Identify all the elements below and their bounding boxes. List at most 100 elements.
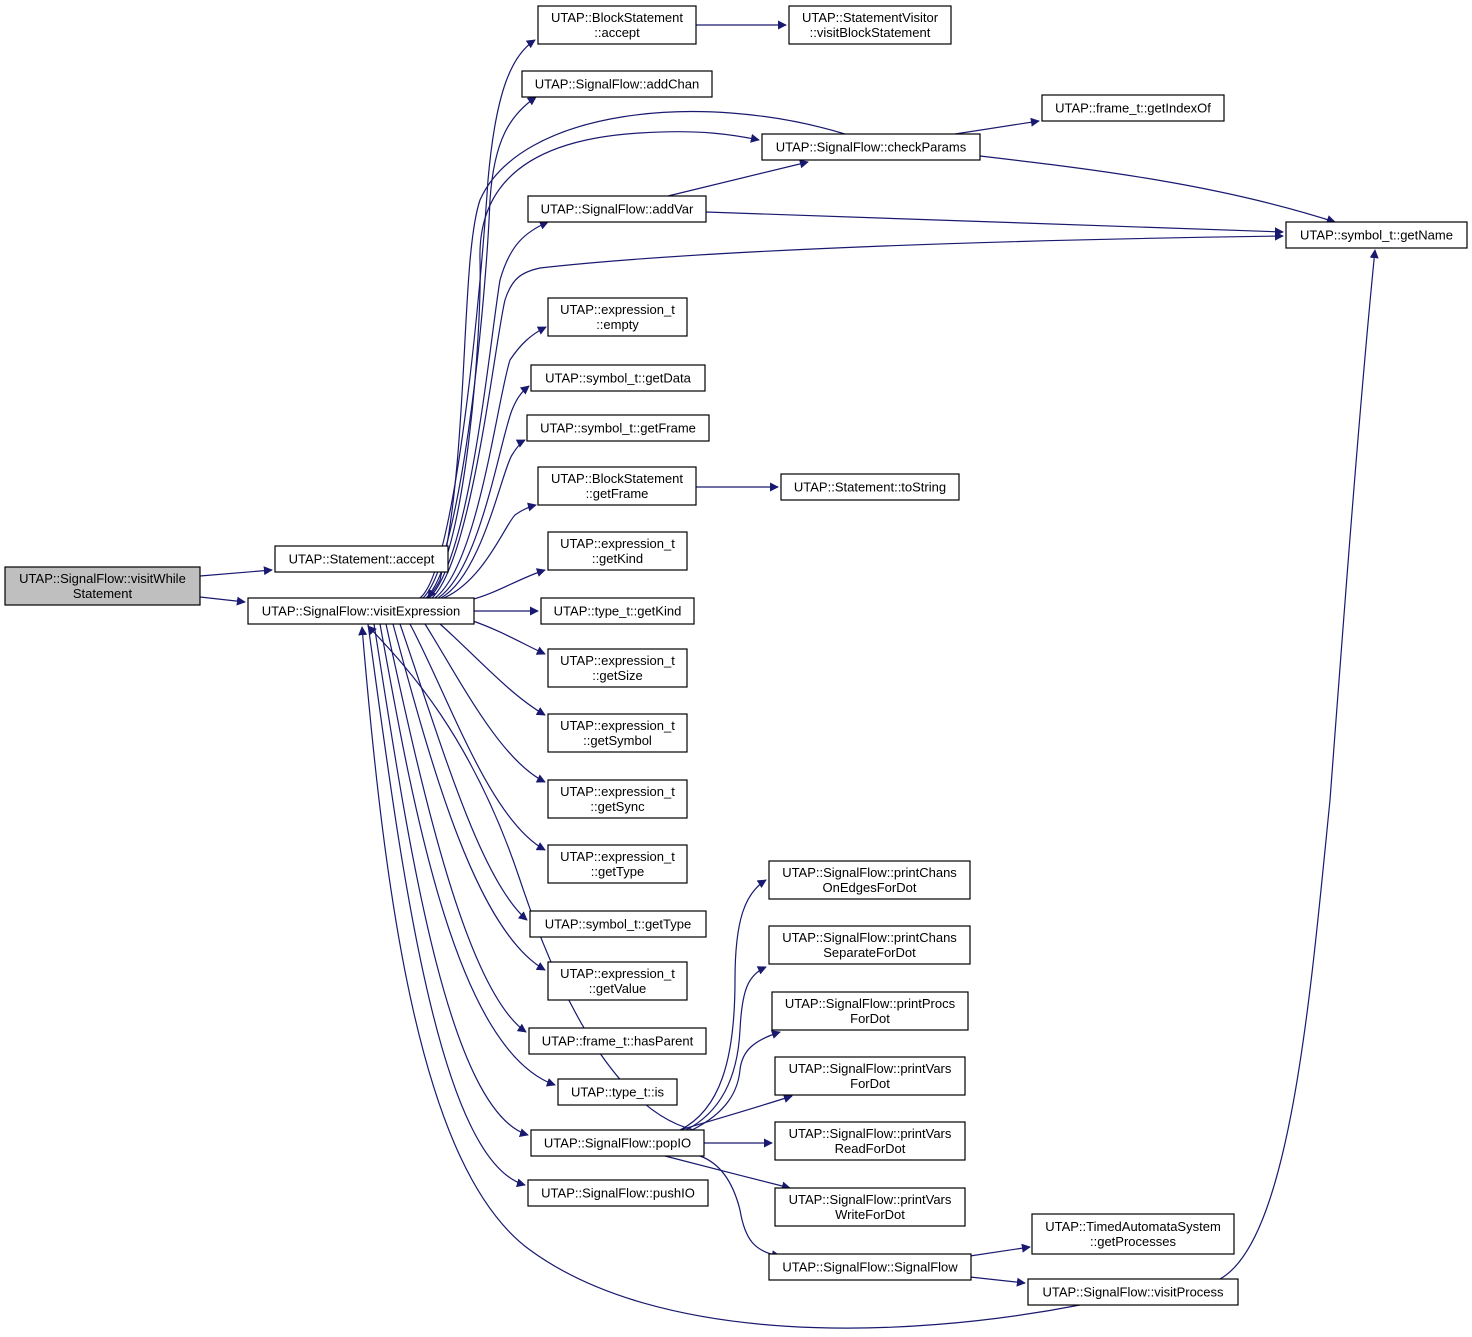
node-box	[537, 466, 697, 506]
node-signalFlowCtor[interactable]: UTAP::SignalFlow::SignalFlow	[768, 1253, 972, 1281]
node-toString[interactable]: UTAP::Statement::toString	[780, 473, 960, 501]
node-box	[780, 473, 960, 501]
edge-visitExpression-to-blockGetFrame	[443, 502, 537, 599]
node-exprGetSync[interactable]: UTAP::expression_t::getSync	[547, 779, 688, 819]
edge-visitExpression-to-exprGetSymbol	[439, 623, 546, 716]
node-exprGetSize[interactable]: UTAP::expression_t::getSize	[547, 648, 688, 688]
node-getName[interactable]: UTAP::symbol_t::getName	[1285, 221, 1468, 249]
node-label: ::accept	[594, 25, 640, 40]
edge-visitWhile-to-visitExpression	[199, 596, 246, 606]
node-exprGetType[interactable]: UTAP::expression_t::getType	[547, 844, 688, 884]
node-box	[547, 713, 688, 753]
node-hasParent[interactable]: UTAP::frame_t::hasParent	[528, 1027, 707, 1055]
node-box	[761, 133, 981, 161]
node-box	[768, 1253, 972, 1281]
node-blockGetFrame[interactable]: UTAP::BlockStatement::getFrame	[537, 466, 697, 506]
node-box	[530, 364, 706, 392]
node-box	[768, 925, 971, 965]
node-box	[774, 1187, 966, 1227]
edge-checkParams-to-getIndexOf	[954, 117, 1040, 135]
node-label: UTAP::symbol_t::getFrame	[540, 421, 696, 436]
node-box	[774, 1056, 966, 1096]
edge-popIO-to-printProcs	[691, 1030, 781, 1131]
node-label: UTAP::frame_t::getIndexOf	[1055, 101, 1211, 116]
node-label: UTAP::BlockStatement	[551, 10, 683, 25]
node-box	[547, 531, 688, 571]
node-exprEmpty[interactable]: UTAP::expression_t::empty	[547, 297, 688, 337]
node-addVar[interactable]: UTAP::SignalFlow::addVar	[527, 195, 707, 223]
node-label: UTAP::SignalFlow::printChans	[782, 865, 957, 880]
node-label: UTAP::expression_t	[560, 784, 675, 799]
edge-visitExpression-to-getName	[431, 231, 1284, 599]
node-label: UTAP::expression_t	[560, 718, 675, 733]
edge-popIO-to-signalFlowCtor	[699, 1155, 781, 1260]
node-label: ::empty	[596, 317, 639, 332]
node-label: UTAP::type_t::is	[571, 1085, 664, 1100]
node-getIndexOf[interactable]: UTAP::frame_t::getIndexOf	[1041, 94, 1225, 122]
node-label: ForDot	[850, 1076, 890, 1091]
node-label: UTAP::SignalFlow::visitWhile	[19, 571, 186, 586]
node-box	[1041, 94, 1225, 122]
node-box	[274, 545, 449, 573]
node-label: UTAP::SignalFlow::printVars	[789, 1126, 952, 1141]
node-label: ::visitBlockStatement	[810, 25, 931, 40]
edge-checkParams-to-visitExpression	[427, 110, 846, 599]
node-pushIO[interactable]: UTAP::SignalFlow::pushIO	[527, 1179, 709, 1207]
edge-popIO-to-printChansOnEdges	[679, 879, 767, 1131]
node-label: UTAP::type_t::getKind	[554, 604, 682, 619]
edge-visitWhile-to-stmtAccept	[199, 566, 273, 577]
node-box	[547, 297, 688, 337]
node-label: UTAP::frame_t::hasParent	[542, 1034, 694, 1049]
node-visitBlock[interactable]: UTAP::StatementVisitor::visitBlockStatem…	[788, 5, 952, 45]
node-printChansSeparate[interactable]: UTAP::SignalFlow::printChansSeparateForD…	[768, 925, 971, 965]
node-box	[527, 195, 707, 223]
edge-visitExpression-to-exprGetSize	[469, 619, 546, 655]
node-typeIs[interactable]: UTAP::type_t::is	[557, 1078, 678, 1106]
node-label: UTAP::expression_t	[560, 849, 675, 864]
node-addChan[interactable]: UTAP::SignalFlow::addChan	[521, 70, 713, 98]
node-label: ::getSize	[592, 668, 643, 683]
node-label: UTAP::SignalFlow::visitExpression	[262, 604, 460, 619]
edge-checkParams-to-getName	[979, 155, 1336, 224]
node-printChansOnEdges[interactable]: UTAP::SignalFlow::printChansOnEdgesForDo…	[768, 860, 971, 900]
edge-popIO-to-printVars	[679, 1094, 793, 1131]
node-visitProcess[interactable]: UTAP::SignalFlow::visitProcess	[1027, 1278, 1239, 1306]
node-visitExpression[interactable]: UTAP::SignalFlow::visitExpression	[247, 597, 475, 625]
node-exprGetSymbol[interactable]: UTAP::expression_t::getSymbol	[547, 713, 688, 753]
node-label: ::getSymbol	[583, 733, 652, 748]
node-label: ::getSync	[590, 799, 645, 814]
node-box	[247, 597, 475, 625]
node-exprGetKind[interactable]: UTAP::expression_t::getKind	[547, 531, 688, 571]
node-blockAccept[interactable]: UTAP::BlockStatement::accept	[537, 5, 697, 45]
node-popIO[interactable]: UTAP::SignalFlow::popIO	[530, 1129, 705, 1157]
node-symGetFrame[interactable]: UTAP::symbol_t::getFrame	[526, 414, 710, 442]
edge-visitExpression-to-popIO	[373, 623, 529, 1137]
node-exprGetValue[interactable]: UTAP::expression_t::getValue	[547, 961, 688, 1001]
node-label: UTAP::expression_t	[560, 966, 675, 981]
node-checkParams[interactable]: UTAP::SignalFlow::checkParams	[761, 133, 981, 161]
node-symGetType[interactable]: UTAP::symbol_t::getType	[529, 910, 707, 938]
node-label: SeparateForDot	[823, 945, 916, 960]
node-label: UTAP::Statement::accept	[289, 552, 435, 567]
node-label: ::getProcesses	[1090, 1234, 1176, 1249]
node-label: UTAP::SignalFlow::popIO	[544, 1136, 691, 1151]
edge-visitExpression-to-addVar	[428, 221, 549, 599]
node-label: UTAP::expression_t	[560, 536, 675, 551]
node-layer: UTAP::SignalFlow::visitWhileStatementUTA…	[4, 5, 1468, 1306]
edge-visitExpression-to-symGetData	[437, 385, 530, 599]
node-label: Statement	[73, 586, 133, 601]
node-symGetData[interactable]: UTAP::symbol_t::getData	[530, 364, 706, 392]
node-getProcesses[interactable]: UTAP::TimedAutomataSystem::getProcesses	[1031, 1213, 1235, 1255]
node-label: UTAP::BlockStatement	[551, 471, 683, 486]
node-box	[4, 566, 201, 606]
node-typeGetKind[interactable]: UTAP::type_t::getKind	[540, 597, 695, 625]
node-stmtAccept[interactable]: UTAP::Statement::accept	[274, 545, 449, 573]
edge-addVar-to-getName	[705, 211, 1284, 237]
edge-signalFlowCtor-to-visitProcess	[969, 1276, 1026, 1287]
node-label: UTAP::StatementVisitor	[802, 10, 939, 25]
